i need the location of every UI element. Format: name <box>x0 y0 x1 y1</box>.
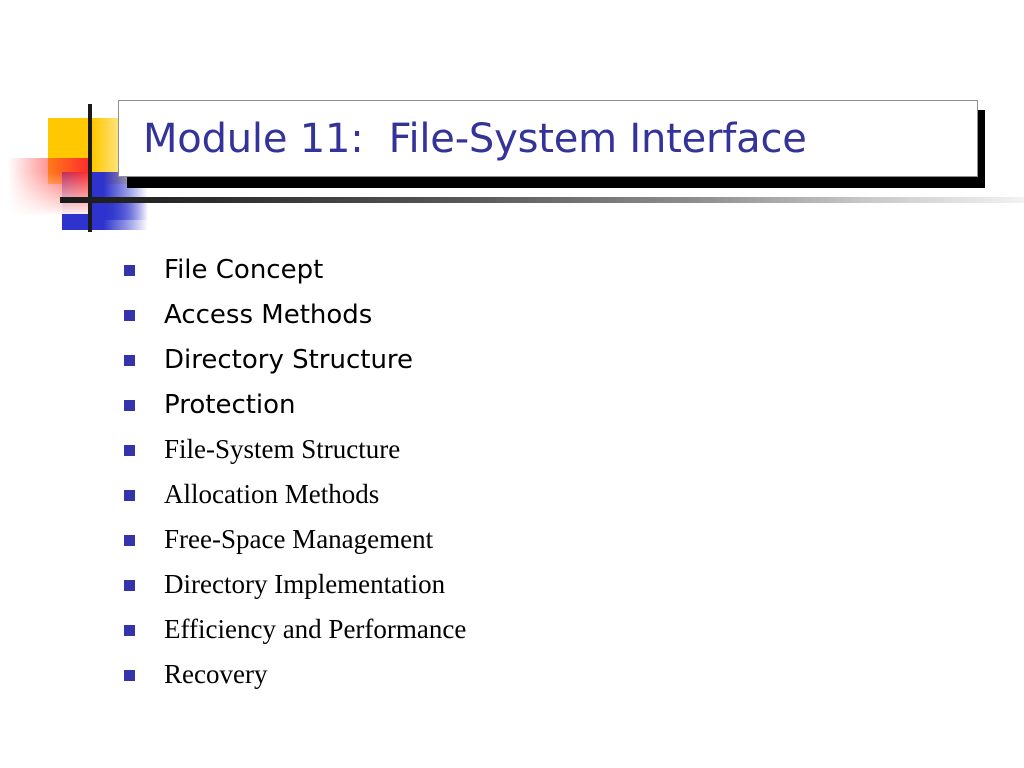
title-box: Module 11: File-System Interface <box>118 100 978 177</box>
slide-title: Module 11: File-System Interface <box>143 115 807 162</box>
list-item-label: Allocation Methods <box>164 479 380 509</box>
list-item: Allocation Methods <box>124 472 984 517</box>
list-item: Free-Space Management <box>124 517 984 562</box>
bullet-square-icon <box>124 400 135 411</box>
list-item: Access Methods <box>124 292 984 337</box>
list-item-label: File-System Structure <box>164 434 401 464</box>
list-item: Recovery <box>124 652 984 697</box>
list-item-label: Free-Space Management <box>164 524 434 554</box>
bullet-square-icon <box>124 535 135 546</box>
list-item: Directory Implementation <box>124 562 984 607</box>
list-item-label: Recovery <box>164 659 268 689</box>
list-item-label: Directory Implementation <box>164 569 446 599</box>
list-item-label: Directory Structure <box>164 344 414 375</box>
list-item: File Concept <box>124 247 984 292</box>
list-item-label: File Concept <box>164 254 324 285</box>
list-item: File-System Structure <box>124 427 984 472</box>
decoration-red-block <box>8 158 88 214</box>
bullet-square-icon <box>124 445 135 456</box>
list-item: Protection <box>124 382 984 427</box>
bullet-square-icon <box>124 580 135 591</box>
list-item-label: Access Methods <box>164 299 373 330</box>
bullet-square-icon <box>124 490 135 501</box>
bullet-square-icon <box>124 625 135 636</box>
bullet-square-icon <box>124 265 135 276</box>
list-item-label: Protection <box>164 389 296 420</box>
list-item: Directory Structure <box>124 337 984 382</box>
bullet-square-icon <box>124 355 135 366</box>
list-item-label: Efficiency and Performance <box>164 614 467 644</box>
decoration-horizontal-rule <box>60 197 1024 203</box>
bullet-square-icon <box>124 310 135 321</box>
decoration-vertical-rule <box>88 104 92 232</box>
list-item: Efficiency and Performance <box>124 607 984 652</box>
bullet-square-icon <box>124 670 135 681</box>
